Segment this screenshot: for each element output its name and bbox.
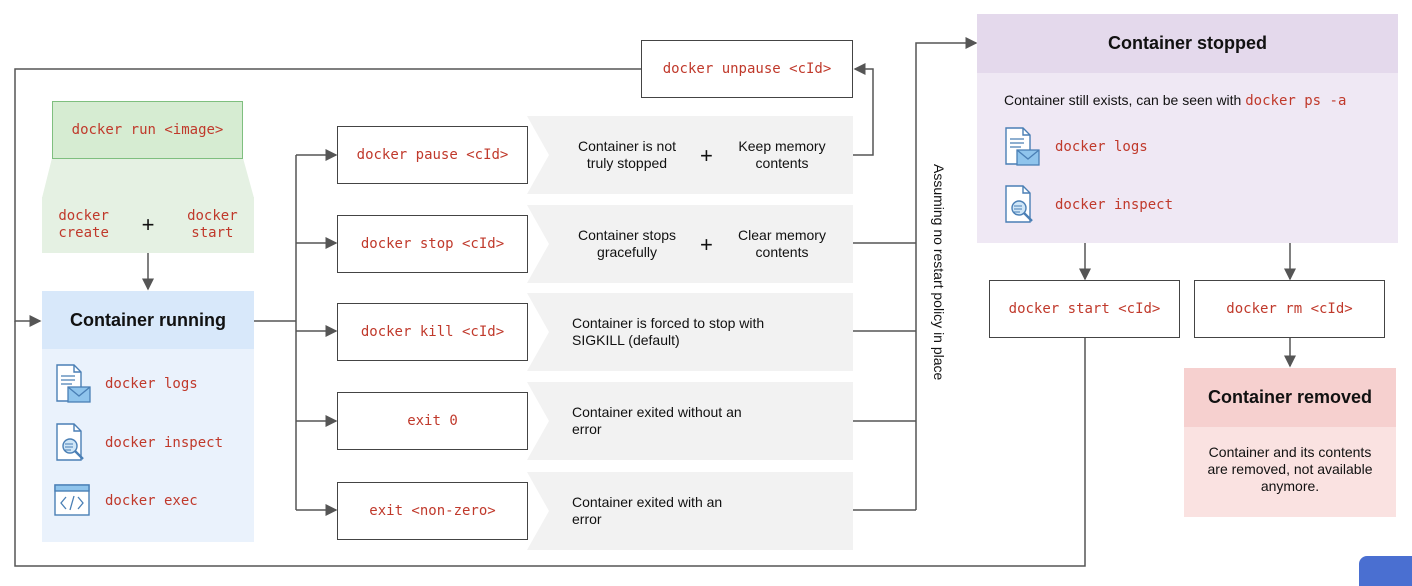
code-window-icon bbox=[54, 484, 90, 516]
rm-command-label: docker rm <cId> bbox=[1226, 301, 1353, 317]
running-logs-row: docker logs bbox=[54, 363, 198, 405]
running-inspect-row: docker inspect bbox=[54, 422, 223, 464]
pause-desc-right: Keep memory contents bbox=[738, 138, 826, 171]
start-loop-line bbox=[14, 321, 1086, 567]
stopped-subtitle-row: Container still exists, can be seen with… bbox=[1004, 92, 1346, 109]
running-exec-row: docker exec bbox=[54, 480, 198, 522]
exit0-command-label: exit 0 bbox=[407, 413, 458, 429]
exit-nonzero-desc-box: Container exited with an error bbox=[527, 472, 853, 550]
removed-title: Container removed bbox=[1184, 368, 1396, 427]
running-exec-label: docker exec bbox=[105, 493, 198, 509]
stopped-logs-label: docker logs bbox=[1055, 139, 1148, 155]
unpause-command-label: docker unpause <cId> bbox=[662, 61, 832, 77]
docker-run-label: docker run <image> bbox=[71, 122, 224, 138]
exit0-desc-box: Container exited without an error bbox=[527, 382, 853, 460]
run-funnel-shape bbox=[42, 158, 254, 198]
stopped-subtitle-cmd: docker ps -a bbox=[1245, 93, 1347, 109]
kill-command-box: docker kill <cId> bbox=[337, 303, 528, 361]
pause-command-box: docker pause <cId> bbox=[337, 126, 528, 184]
exit0-command-box: exit 0 bbox=[337, 392, 528, 450]
inspect-file-icon bbox=[1005, 185, 1033, 223]
removed-panel: Container removed Container and its cont… bbox=[1184, 368, 1396, 517]
pause-to-unpause-line bbox=[852, 63, 874, 156]
exit-nonzero-command-label: exit <non-zero> bbox=[369, 503, 496, 519]
stop-plus: + bbox=[700, 231, 713, 257]
docker-run-box: docker run <image> bbox=[52, 101, 243, 159]
rm-command-box: docker rm <cId> bbox=[1194, 280, 1385, 338]
start-command-label: docker start <cId> bbox=[1008, 301, 1161, 317]
log-file-icon bbox=[1005, 127, 1040, 166]
stop-command-label: docker stop <cId> bbox=[360, 236, 505, 252]
inspect-file-icon bbox=[56, 423, 84, 461]
restart-policy-note: Assuming no restart policy in place bbox=[929, 164, 949, 381]
exit-nonzero-desc: Container exited with an error bbox=[572, 494, 723, 527]
stopped-subtitle: Container still exists, can be seen with bbox=[1004, 92, 1242, 108]
kill-command-label: docker kill <cId> bbox=[360, 324, 505, 340]
pause-desc-left: Container is not truly stopped bbox=[577, 138, 677, 171]
plus-sign: + bbox=[141, 212, 155, 237]
unpause-loop-line bbox=[14, 68, 641, 327]
exit-nonzero-command-box: exit <non-zero> bbox=[337, 482, 528, 540]
stop-desc-box: Container stops gracefully + Clear memor… bbox=[527, 205, 853, 283]
stopped-inspect-label: docker inspect bbox=[1055, 197, 1174, 213]
running-panel: Container running docker logs docker ins… bbox=[42, 291, 254, 542]
kill-desc: Container is forced to stop with SIGKILL… bbox=[572, 315, 765, 348]
running-title: Container running bbox=[42, 291, 254, 349]
start-command-box: docker start <cId> bbox=[989, 280, 1180, 338]
stopped-inspect-row: docker inspect bbox=[1003, 184, 1173, 226]
docker-create-label: docker create bbox=[58, 208, 109, 241]
kill-desc-box: Container is forced to stop with SIGKILL… bbox=[527, 293, 853, 371]
stopped-panel: Container stopped Container still exists… bbox=[977, 14, 1398, 243]
exit0-desc: Container exited without an error bbox=[572, 404, 742, 437]
pause-command-label: docker pause <cId> bbox=[356, 147, 509, 163]
pause-desc-box: Container is not truly stopped + Keep me… bbox=[527, 116, 853, 194]
corner-widget[interactable] bbox=[1359, 556, 1412, 586]
log-file-icon bbox=[56, 364, 91, 403]
stop-command-box: docker stop <cId> bbox=[337, 215, 528, 273]
stop-desc-right: Clear memory contents bbox=[738, 227, 826, 260]
docker-start-label: docker start bbox=[187, 208, 238, 241]
removed-desc: Container and its contents are removed, … bbox=[1207, 444, 1373, 494]
create-start-box: docker create + docker start bbox=[42, 197, 254, 253]
unpause-command-box: docker unpause <cId> bbox=[641, 40, 853, 98]
running-logs-label: docker logs bbox=[105, 376, 198, 392]
stopped-logs-row: docker logs bbox=[1003, 126, 1148, 168]
right-vertical-line bbox=[915, 37, 978, 510]
pause-plus: + bbox=[700, 142, 713, 168]
stop-desc-left: Container stops gracefully bbox=[577, 227, 677, 260]
running-inspect-label: docker inspect bbox=[105, 435, 224, 451]
stopped-title: Container stopped bbox=[977, 14, 1398, 73]
